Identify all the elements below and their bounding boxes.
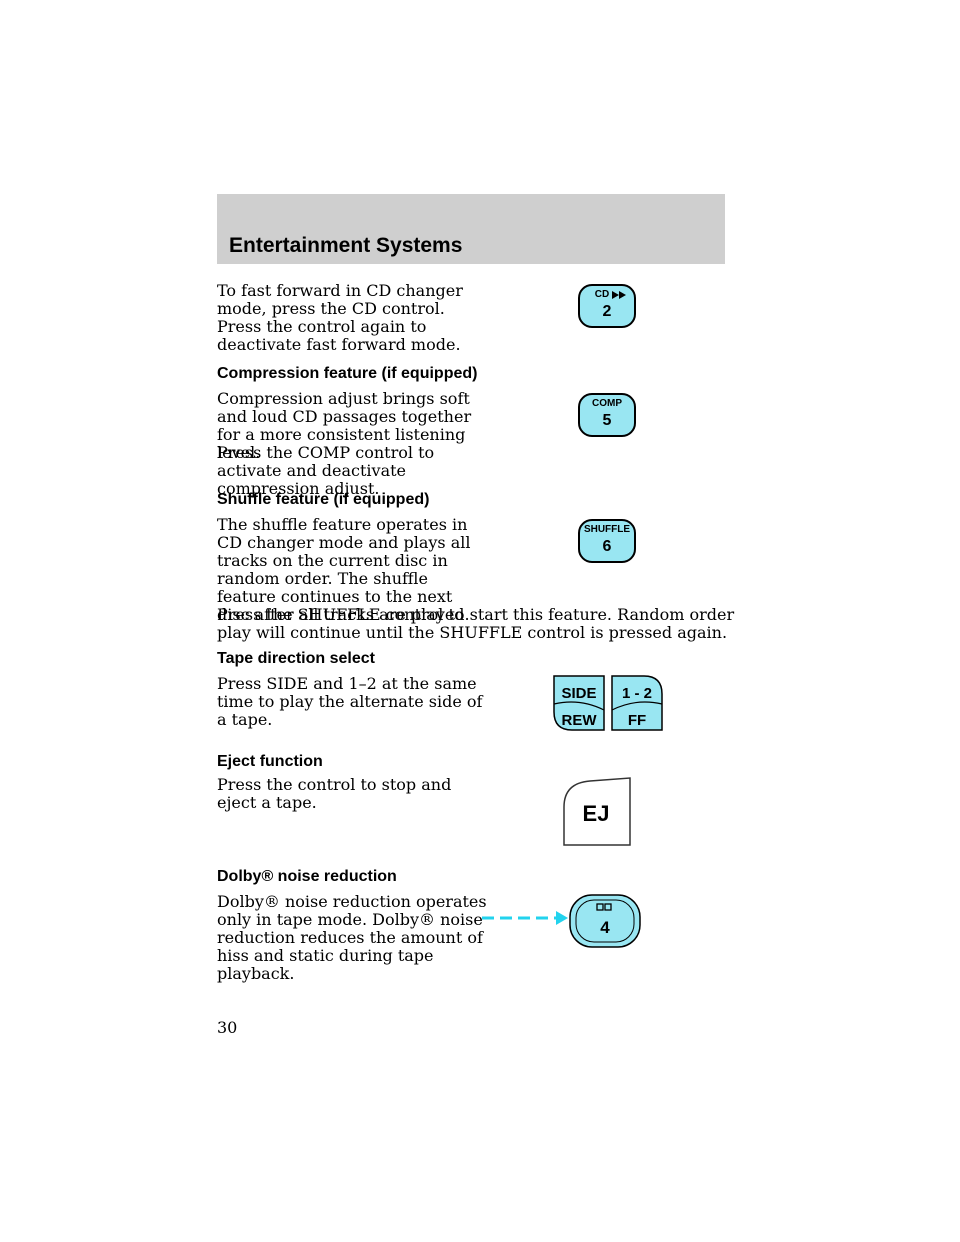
shuffle-paragraph-2: Press the SHUFFLE control to start this … xyxy=(217,605,735,642)
fast-forward-icon xyxy=(612,291,626,299)
cd-button-number: 2 xyxy=(602,303,612,320)
shuffle-paragraph-1: The shuffle feature operates in CD chang… xyxy=(217,515,471,624)
compression-heading: Compression feature (if equipped) xyxy=(217,365,478,382)
comp-button: COMP 5 xyxy=(578,393,636,437)
comp-button-number: 5 xyxy=(602,412,612,429)
shuffle-button-number: 6 xyxy=(602,538,612,555)
side-rew-ff-button-cluster: SIDE 1 - 2 REW FF xyxy=(553,675,663,731)
dolby-button xyxy=(569,894,641,948)
compression-paragraph-1: Compression adjust brings soft and loud … xyxy=(217,389,472,462)
dolby-button-number: 4 xyxy=(600,918,610,937)
dolby-button-with-arrow: 4 xyxy=(482,894,641,948)
dashed-pointer-arrow xyxy=(482,911,568,925)
dolby-button-inner-ring xyxy=(575,899,635,943)
cd-button-label: CD xyxy=(594,289,610,300)
tape-direction-paragraph: Press SIDE and 1–2 at the same time to p… xyxy=(217,674,483,729)
dolby-heading: Dolby® noise reduction xyxy=(217,868,397,885)
cd-ff-paragraph-2: Press the control again to deactivate fa… xyxy=(217,317,461,354)
dolby-double-d-icon xyxy=(596,903,612,911)
comp-button-label: COMP xyxy=(592,398,622,409)
rew-button-label: REW xyxy=(562,712,598,729)
eject-button-label: EJ xyxy=(583,801,610,826)
eject-paragraph: Press the control to stop and eject a ta… xyxy=(217,775,452,812)
page-number: 30 xyxy=(217,1018,238,1037)
cd-ff-paragraph-1: To fast forward in CD changer mode, pres… xyxy=(217,281,463,318)
eject-button: EJ xyxy=(563,777,631,846)
cd-ff-button: CD 2 xyxy=(578,284,636,328)
shuffle-button-label: SHUFFLE xyxy=(583,524,631,535)
ff-button-label: FF xyxy=(628,712,646,729)
shuffle-button: SHUFFLE 6 xyxy=(578,519,636,563)
section-header-bar: Entertainment Systems xyxy=(217,194,725,264)
tape-direction-heading: Tape direction select xyxy=(217,650,375,667)
shuffle-heading: Shuffle feature (if equipped) xyxy=(217,491,430,508)
side-button-label: SIDE xyxy=(561,685,596,702)
section-title: Entertainment Systems xyxy=(229,234,463,257)
compression-paragraph-2: Press the COMP control to activate and d… xyxy=(217,443,435,498)
dolby-paragraph: Dolby® noise reduction operates only in … xyxy=(217,892,487,983)
one-two-button-label: 1 - 2 xyxy=(622,685,652,702)
eject-heading: Eject function xyxy=(217,753,323,770)
